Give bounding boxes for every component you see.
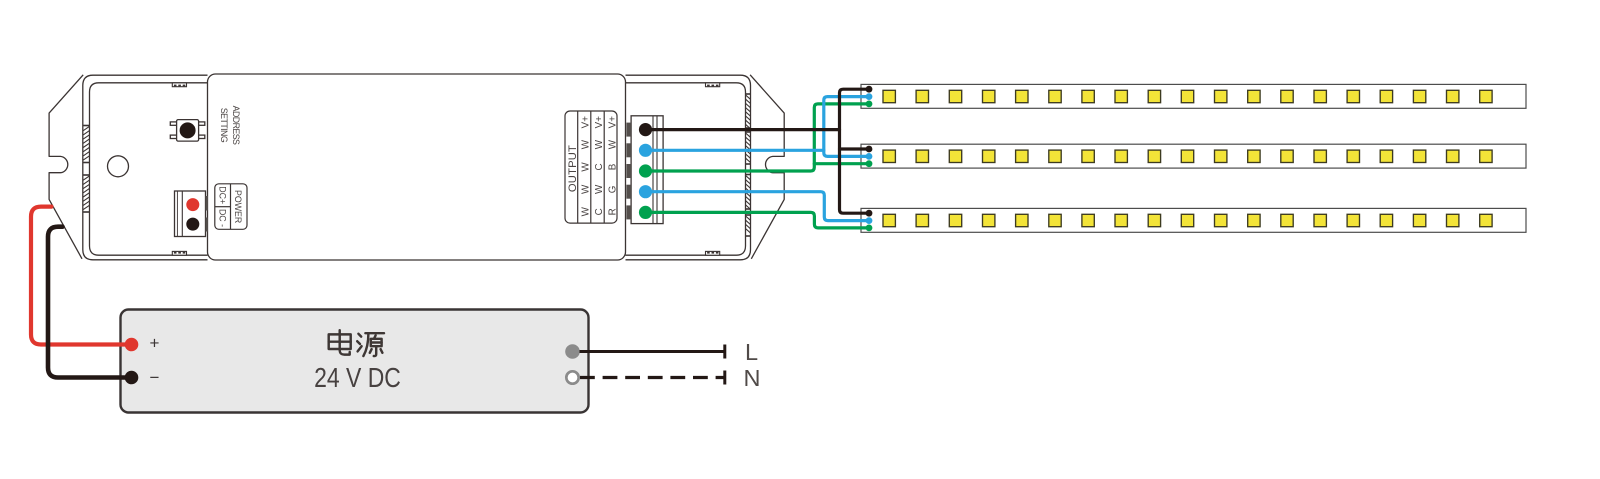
svg-text:G: G	[607, 186, 618, 194]
svg-text:W: W	[581, 139, 592, 149]
svg-text:DC -: DC -	[217, 209, 227, 227]
svg-text:+: +	[150, 333, 160, 352]
svg-text:C: C	[594, 163, 605, 170]
svg-text:OUTPUT: OUTPUT	[567, 145, 579, 192]
svg-text:W: W	[594, 139, 605, 149]
svg-text:ADDRESS: ADDRESS	[231, 106, 241, 145]
svg-text:W: W	[607, 139, 618, 149]
svg-text:W: W	[581, 206, 592, 216]
svg-text:24 V DC: 24 V DC	[314, 363, 401, 394]
svg-text:SETTING: SETTING	[219, 108, 229, 143]
svg-text:DC+: DC+	[217, 186, 227, 204]
svg-text:L: L	[745, 339, 758, 365]
svg-text:N: N	[744, 365, 761, 391]
svg-text:W: W	[594, 184, 605, 194]
svg-text:POWER: POWER	[233, 190, 243, 223]
svg-text:V+: V+	[581, 116, 592, 129]
svg-text:C: C	[594, 208, 605, 215]
svg-text:R: R	[607, 208, 618, 215]
svg-text:W: W	[581, 162, 592, 172]
svg-text:W: W	[581, 184, 592, 194]
svg-text:B: B	[607, 163, 618, 170]
svg-text:−: −	[150, 368, 160, 387]
svg-text:V+: V+	[607, 116, 618, 129]
svg-text:V+: V+	[594, 116, 605, 129]
